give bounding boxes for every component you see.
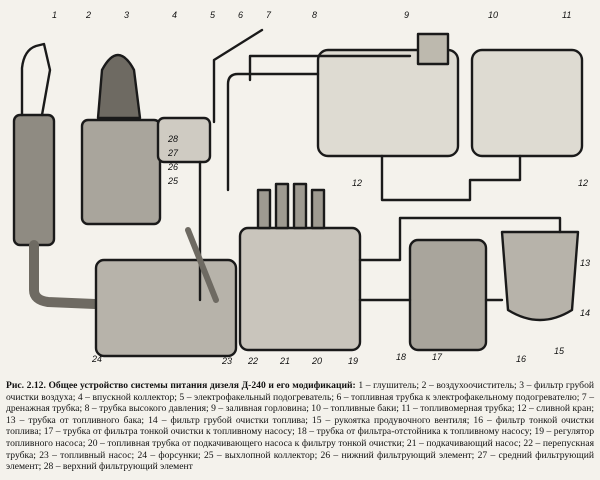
callout-label: 12 <box>578 178 588 188</box>
callout-label: 13 <box>580 258 590 268</box>
callout-label: 7 <box>266 10 272 20</box>
callout-label: 25 <box>167 176 179 186</box>
callout-label: 4 <box>172 10 177 20</box>
callout-label: 14 <box>580 308 590 318</box>
fuel-tank-right <box>470 48 584 158</box>
callout-label: 1 <box>52 10 57 20</box>
callout-label: 22 <box>247 356 258 366</box>
muffler <box>12 113 56 247</box>
callout-label: 27 <box>167 148 179 158</box>
callout-label: 28 <box>167 134 178 144</box>
callout-label: 9 <box>404 10 409 20</box>
callout-label: 16 <box>516 354 526 364</box>
fuel-tank-left <box>316 48 460 158</box>
callout-label: 3 <box>124 10 129 20</box>
muffler-tailpipe <box>20 42 52 117</box>
coarse-filter <box>500 230 580 322</box>
callout-label: 6 <box>238 10 243 20</box>
fine-filter <box>408 238 488 352</box>
callout-label: 15 <box>554 346 565 356</box>
callout-label: 18 <box>396 352 406 362</box>
caption-body: 1 – глушитель; 2 – воздухоочиститель; 3 … <box>6 380 594 473</box>
injection-pump <box>238 226 362 352</box>
callout-label: 21 <box>279 356 290 366</box>
callout-label: 8 <box>312 10 317 20</box>
intake-manifold <box>156 116 212 164</box>
callout-label: 24 <box>91 354 102 364</box>
engine-head <box>94 258 238 358</box>
callout-label: 10 <box>488 10 498 20</box>
exhaust-pipe <box>29 240 100 309</box>
callout-label: 26 <box>167 162 178 172</box>
callout-label: 2 <box>85 10 91 20</box>
figure-caption: Рис. 2.12. Общее устройство системы пита… <box>6 380 594 473</box>
callout-label: 20 <box>311 356 322 366</box>
air-cleaner <box>80 118 162 226</box>
prefilter <box>96 53 142 120</box>
callout-label: 5 <box>210 10 216 20</box>
filler-neck <box>416 32 450 66</box>
callout-label: 23 <box>221 356 232 366</box>
callout-label: 17 <box>432 352 443 362</box>
callout-label: 12 <box>352 178 362 188</box>
fuel-system-illustration: 1 2 3 4 5 6 7 8 9 10 11 12 12 13 14 15 1… <box>12 10 590 366</box>
caption-heading: Рис. 2.12. Общее устройство системы пита… <box>6 380 356 391</box>
callout-label: 19 <box>348 356 358 366</box>
callout-label: 11 <box>562 10 571 20</box>
